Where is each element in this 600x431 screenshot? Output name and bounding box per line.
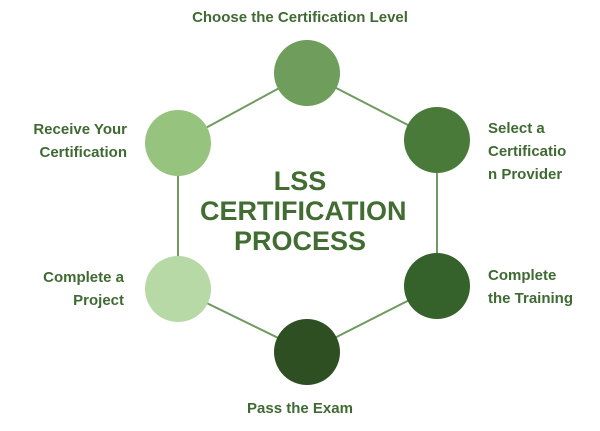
step-node-3 [404,253,470,319]
step-label-4: Pass the Exam [0,397,600,420]
step-label-6: Receive Your Certification [33,118,127,164]
step-label-2: Select a Certificatio n Provider [488,117,566,186]
title-line-2: CERTIFICATION [200,196,407,226]
step-3-line-1: Complete [488,267,557,284]
step-node-5 [145,256,211,322]
title-line-3: PROCESS [233,226,367,256]
step-5-line-1: Complete a [43,269,124,286]
step-node-6 [145,110,211,176]
step-5-line-2: Project [73,292,124,309]
step-1-line-1: Choose the Certification Level [192,9,408,26]
title-line-1: LSS [273,166,327,196]
diagram-title: LSS CERTIFICATION PROCESS [200,166,407,256]
step-label-5: Complete a Project [43,266,124,312]
step-node-1 [274,40,340,106]
step-6-line-1: Receive Your [33,121,127,138]
step-3-line-2: the Training [488,290,574,307]
step-2-line-2: Certificatio [488,143,567,160]
step-2-line-1: Select a [488,120,545,137]
step-6-line-2: Certification [39,144,127,161]
step-label-1: Choose the Certification Level [0,6,600,29]
step-node-4 [274,319,340,385]
step-node-2 [404,107,470,173]
step-2-line-3: n Provider [488,166,563,183]
step-4-line-1: Pass the Exam [247,400,353,417]
step-label-3: Complete the Training [488,264,573,310]
